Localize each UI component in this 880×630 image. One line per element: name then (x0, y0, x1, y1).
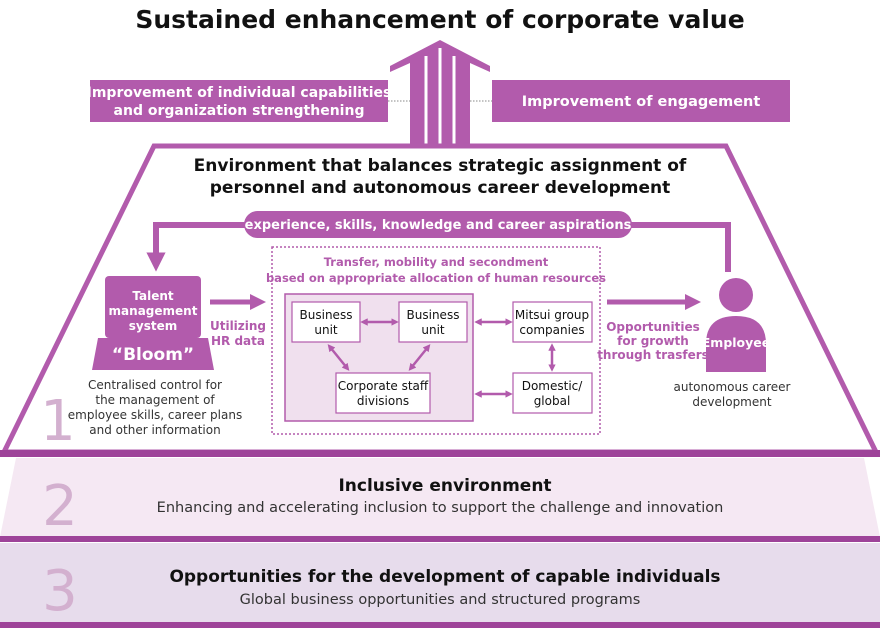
domestic-global: Domestic/ global (512, 372, 593, 414)
domestic-line-1: Domestic/ (522, 379, 584, 393)
layer-2-title: Inclusive environment (338, 476, 551, 496)
opportunities-line-1: Opportunities (606, 320, 700, 334)
business-unit-a: Business unit (291, 301, 361, 343)
layer-1-title-line-1: Environment that balances strategic assi… (194, 156, 687, 176)
talent-desc-2: the management of (95, 393, 215, 407)
mitsui-line-2: companies (519, 323, 584, 337)
transfer-box (271, 246, 601, 435)
layer-3-title: Opportunities for the development of cap… (169, 567, 720, 587)
corporate-staff-line-2: divisions (357, 394, 409, 408)
layer-1: 1 Environment that balances strategic as… (0, 143, 880, 457)
capabilities-line-1: Improvement of individual capabilities (87, 85, 392, 101)
domestic-line-2: global (534, 394, 571, 408)
business-unit-a-line-1: Business (300, 308, 353, 322)
corporate-staff-divisions: Corporate staff divisions (335, 372, 431, 414)
business-unit-a-line-2: unit (314, 323, 338, 337)
layer-3-subtitle: Global business opportunities and struct… (240, 592, 641, 608)
main-title: Sustained enhancement of corporate value (135, 5, 744, 34)
business-unit-b: Business unit (398, 301, 468, 343)
transfer-title-2: based on appropriate allocation of human… (266, 271, 606, 285)
layer-2-subtitle: Enhancing and accelerating inclusion to … (157, 500, 724, 516)
up-arrow (390, 40, 490, 148)
feedback-label: experience, skills, knowledge and career… (245, 218, 632, 233)
capabilities-line-2: and organization strengthening (114, 103, 365, 119)
layer-1-number: 1 (40, 389, 76, 454)
bloom-label: “Bloom” (112, 345, 194, 365)
employee-label: Employee (702, 335, 771, 350)
talent-desc-1: Centralised control for (88, 378, 222, 392)
engagement-box: Improvement of engagement (492, 80, 790, 122)
arrow-bu-b-corporate (408, 344, 431, 371)
talent-desc-4: and other information (89, 423, 220, 437)
layer-2-number: 2 (42, 474, 78, 539)
employee-desc-2: development (692, 395, 771, 409)
employee-icon: Employee (702, 278, 771, 372)
opportunities-line-2: for growth (617, 334, 689, 348)
opportunities-line-3: through trasfers (597, 348, 709, 362)
arrow-bu-a-corporate (327, 344, 350, 371)
engagement-label: Improvement of engagement (522, 94, 761, 110)
talent-line-3: system (129, 319, 178, 333)
mitsui-group-companies: Mitsui group companies (512, 301, 593, 343)
layer-3-number: 3 (42, 559, 78, 624)
corporate-staff-line-1: Corporate staff (338, 379, 429, 393)
utilizing-line-1: Utilizing (210, 319, 266, 333)
business-unit-b-line-2: unit (421, 323, 445, 337)
talent-desc-3: employee skills, career plans (68, 408, 242, 422)
feedback-pill (244, 211, 632, 238)
capabilities-box: Improvement of individual capabilities a… (87, 80, 392, 122)
mitsui-line-1: Mitsui group (515, 308, 589, 322)
talent-line-1: Talent (132, 289, 174, 303)
talent-management-system: Talent management system “Bloom” (92, 276, 214, 370)
employee-desc-1: autonomous career (674, 380, 791, 394)
layer-3: 3 Opportunities for the development of c… (0, 543, 880, 628)
talent-line-2: management (109, 304, 198, 318)
transfer-title-1: Transfer, mobility and secondment (324, 255, 549, 269)
layer-1-title-line-2: personnel and autonomous career developm… (210, 178, 670, 198)
business-unit-b-line-1: Business (407, 308, 460, 322)
utilizing-line-2: HR data (211, 334, 265, 348)
layer-2: 2 Inclusive environment Enhancing and ac… (0, 458, 880, 542)
